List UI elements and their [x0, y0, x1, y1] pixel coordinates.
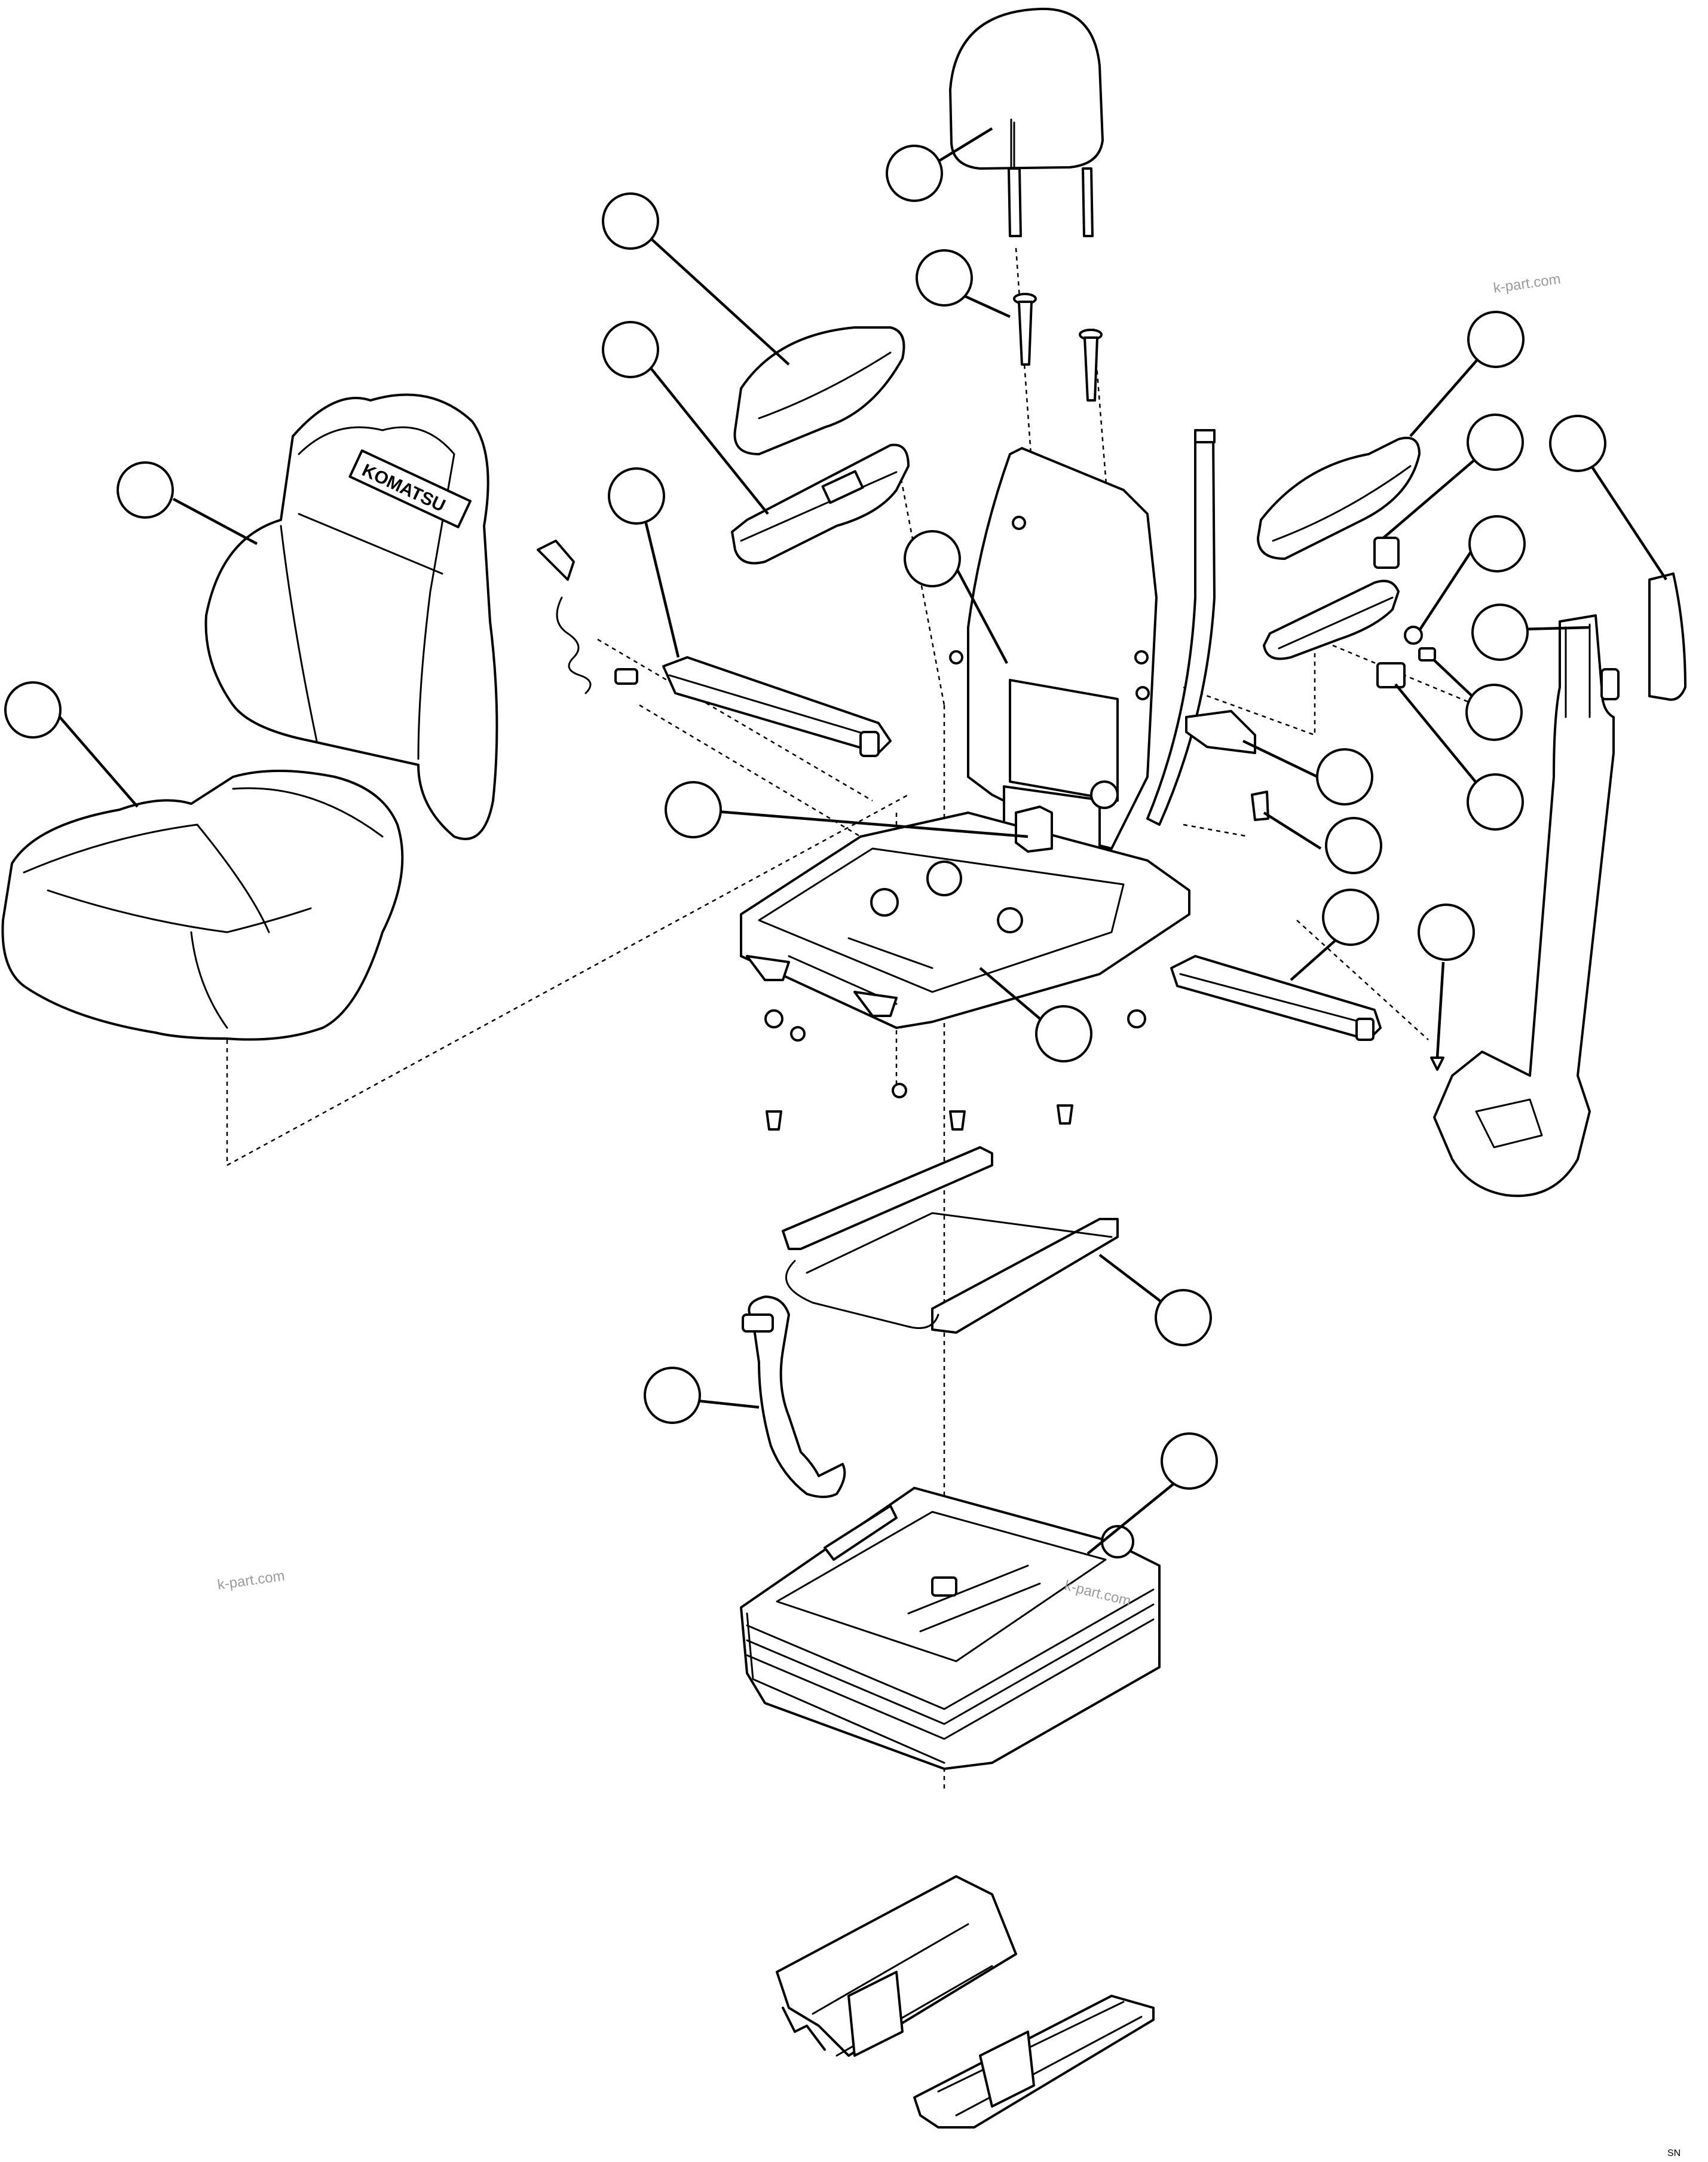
side-cover	[1015, 780, 1119, 853]
callout-seat-base-frame	[1035, 1005, 1092, 1062]
headrest-guide	[1013, 293, 1103, 402]
armrest-plug	[1418, 647, 1436, 662]
callout-belt-retractor	[1471, 604, 1529, 661]
mounting-brackets	[776, 1875, 1155, 2129]
callout-armrest-plug	[1465, 684, 1523, 741]
callout-belt-buckle-right	[1322, 889, 1379, 946]
belt-buckle-right	[1170, 955, 1382, 1041]
left-armrest-base	[731, 443, 910, 565]
corner-code: SN	[1667, 2148, 1681, 2158]
callout-cover-plate	[1316, 748, 1373, 806]
callout-armrest-knob	[1468, 515, 1526, 572]
right-armrest-base	[1263, 580, 1400, 660]
callout-headrest	[886, 145, 943, 202]
callout-suspension	[1161, 1432, 1218, 1490]
anchor-bolt	[1430, 1056, 1444, 1071]
callout-circles	[4, 145, 1606, 1490]
callout-right-armrest-pad	[1467, 311, 1525, 368]
callout-left-armrest-base	[602, 321, 659, 378]
callout-headrest-guide	[916, 249, 973, 307]
callout-adjust-lever	[644, 1367, 701, 1424]
fasteners	[764, 1009, 1146, 1131]
callout-frame-part	[665, 781, 722, 838]
callout-right-armrest-base	[1467, 414, 1524, 471]
left-armrest-pad	[733, 326, 905, 455]
watermark-bottom-left: k-part.com	[216, 1567, 286, 1593]
armrest-switch	[1373, 537, 1400, 569]
right-armrest-pad	[1257, 436, 1421, 560]
frame-bracket	[1146, 429, 1216, 826]
clip	[1251, 791, 1269, 821]
callout-side-cover-right	[1549, 415, 1606, 472]
callout-seat-frame-back	[904, 530, 961, 587]
seat-cushion	[1, 770, 404, 1041]
watermark-top-right: k-part.com	[1492, 271, 1562, 296]
armrest-connector	[1376, 662, 1406, 688]
seat-base-frame	[740, 811, 1190, 1029]
seat-back-cushion: KOMATSU	[204, 393, 498, 840]
belt-buckle-left	[537, 540, 892, 757]
callout-belt-buckle-left	[608, 467, 665, 525]
belt-retractor	[1433, 572, 1686, 1198]
callout-seat-cushion	[4, 681, 62, 739]
cover-plate	[1185, 710, 1256, 754]
suspension	[740, 1487, 1161, 1770]
headrest	[949, 7, 1104, 237]
callout-clip	[1325, 817, 1382, 874]
armrest-knob	[1404, 626, 1423, 645]
callout-armrest-connector	[1467, 773, 1524, 831]
callout-anchor-bolt	[1418, 904, 1475, 961]
callout-left-armrest-pad	[602, 192, 659, 250]
adjust-lever	[742, 1296, 846, 1498]
callout-slide-rail	[1155, 1289, 1212, 1346]
slide-rail	[782, 1146, 1119, 1334]
callout-seat-back-cushion	[117, 461, 174, 519]
